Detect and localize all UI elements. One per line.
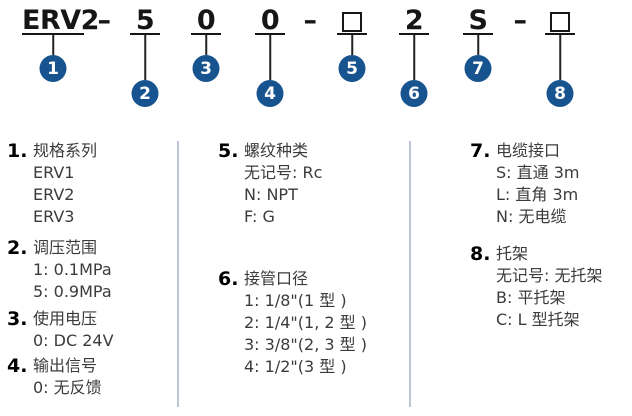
underline [545,33,575,35]
connector-line [413,35,415,80]
placeholder-box-icon [550,12,570,32]
section-title: 输出信号 [33,356,98,375]
section-title: 调压范围 [33,238,98,257]
section-title: 电缆接口 [496,141,561,160]
section-item: ERV1 [33,163,75,182]
connector-line [477,35,479,55]
connector-line [351,35,353,55]
code-text-port-size: 2 [404,5,424,36]
connector-line [205,35,207,55]
code-separator-dash: – [300,5,320,36]
section-title: 螺纹种类 [244,141,309,160]
code-text-series: ERV2 [22,5,99,36]
code-segment-series: ERV2 1 [22,5,99,82]
section-item: B: 平托架 [496,288,566,307]
connector-line [52,35,54,55]
underline [463,33,493,35]
section-title: 规格系列 [33,141,98,160]
section-number: 8. [470,243,491,265]
legend-section-thread-type: 5. 螺纹种类 无记号: Rc N: NPT F: G [218,140,322,228]
underline [22,33,84,35]
legend-section-pressure-range: 2. 调压范围 1: 0.1MPa 5: 0.9MPa [7,237,112,303]
code-segment-cable: S 7 [463,5,493,82]
underline [255,33,285,35]
legend-section-output-signal: 4. 输出信号 0: 无反馈 [7,355,102,399]
section-item: ERV3 [33,207,75,226]
connector-line [559,35,561,80]
section-item: N: 无电缆 [496,207,567,226]
dash-text: – [97,5,112,36]
section-item: 5: 0.9MPa [33,282,112,301]
section-item: 1: 1/8"(1 型 ) [244,291,347,310]
callout-circle-6: 6 [400,80,428,107]
code-segment-thread-type: 5 [337,8,367,82]
code-segment-output-signal: 0 4 [255,5,285,107]
section-item: 0: DC 24V [33,331,114,350]
underline [191,33,221,35]
column-divider-2 [409,141,411,407]
section-number: 3. [7,308,28,330]
placeholder-box-icon [342,12,362,32]
legend-section-voltage: 3. 使用电压 0: DC 24V [7,308,114,352]
callout-circle-5: 5 [338,55,366,82]
underline [337,33,367,35]
section-title: 使用电压 [33,309,98,328]
section-item: 4: 1/2"(3 型 ) [244,357,347,376]
callout-circle-4: 4 [256,80,284,107]
section-number: 5. [218,140,239,162]
dash-text: – [303,5,318,36]
section-number: 6. [218,268,239,290]
legend-section-cable: 7. 电缆接口 S: 直通 3m L: 直角 3m N: 无电缆 [470,140,580,228]
section-item: L: 直角 3m [496,185,579,204]
section-item: 0: 无反馈 [33,378,102,397]
section-item: 1: 0.1MPa [33,260,112,279]
section-item: F: G [244,207,275,226]
code-segment-voltage: 0 3 [191,5,221,82]
column-divider-1 [177,141,179,407]
callout-circle-1: 1 [39,55,67,82]
underline [130,33,160,35]
section-title: 托架 [496,244,529,263]
dash-text: – [513,5,528,36]
section-number: 4. [7,355,28,377]
connector-line [269,35,271,80]
section-number: 2. [7,237,28,259]
code-text-pressure: 5 [135,5,155,36]
code-separator-dash: – [510,5,530,36]
legend-section-spec-series: 1. 规格系列 ERV1 ERV2 ERV3 [7,140,97,228]
code-text-output: 0 [260,5,280,36]
section-item: N: NPT [244,185,298,204]
section-item: C: L 型托架 [496,310,580,329]
code-segment-port-size: 2 6 [399,5,429,107]
callout-circle-2: 2 [131,80,159,107]
section-item: 2: 1/4"(1, 2 型 ) [244,313,367,332]
underline [399,33,429,35]
code-text-voltage: 0 [196,5,216,36]
code-segment-pressure-range: 5 2 [130,5,160,107]
code-text-cable: S [468,5,488,36]
callout-circle-3: 3 [192,55,220,82]
section-item: 无记号: 无托架 [496,266,603,285]
connector-line [144,35,146,80]
section-item: S: 直通 3m [496,163,580,182]
code-separator-dash: – [94,5,114,36]
legend-section-port-size: 6. 接管口径 1: 1/8"(1 型 ) 2: 1/4"(1, 2 型 ) 3… [218,268,367,378]
section-item: 无记号: Rc [244,163,323,182]
section-item: 3: 3/8"(2, 3 型 ) [244,335,367,354]
section-number: 7. [470,140,491,162]
legend-section-bracket: 8. 托架 无记号: 无托架 B: 平托架 C: L 型托架 [470,243,602,331]
section-title: 接管口径 [244,269,309,288]
section-number: 1. [7,140,28,162]
section-item: ERV2 [33,185,75,204]
callout-circle-8: 8 [546,80,574,107]
code-segment-bracket: 8 [545,8,575,107]
callout-circle-7: 7 [464,55,492,82]
